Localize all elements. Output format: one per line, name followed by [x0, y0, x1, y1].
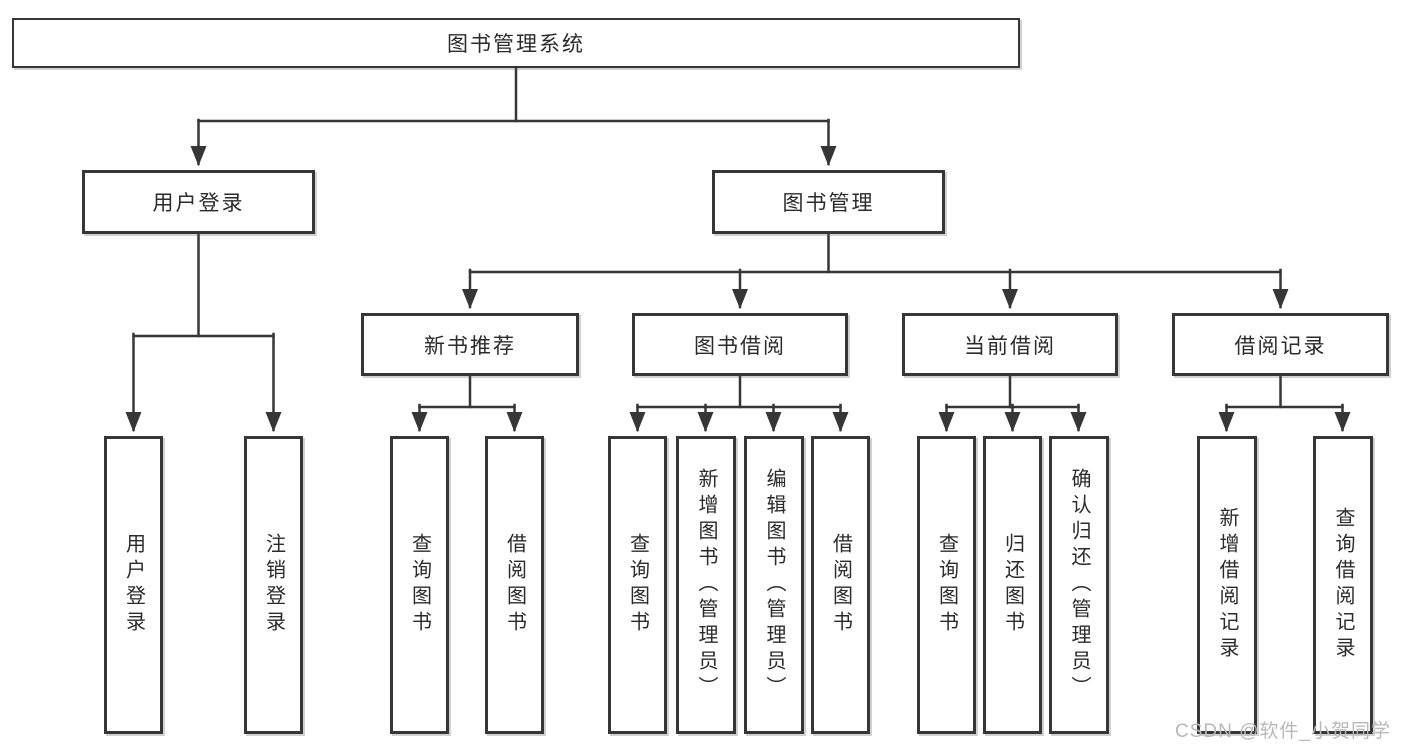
node-records-add-record: 新增借阅记录	[1197, 436, 1257, 734]
node-user-login-leaf: 用户登录	[104, 436, 163, 734]
node-borrow-borrow-books: 借阅图书	[811, 436, 870, 734]
node-logout: 注销登录	[244, 436, 303, 734]
node-book-management: 图书管理	[712, 170, 945, 234]
node-new-book-recommendation: 新书推荐	[361, 313, 579, 376]
node-current-query-books: 查询图书	[917, 436, 976, 734]
node-user-login: 用户登录	[82, 170, 315, 234]
node-current-confirm-return-admin: 确认归还（管理员）	[1049, 436, 1109, 734]
node-borrowing-records: 借阅记录	[1172, 313, 1389, 376]
node-recommend-borrow-books: 借阅图书	[485, 436, 544, 734]
node-library-system: 图书管理系统	[12, 18, 1020, 68]
node-recommend-query-books: 查询图书	[390, 436, 449, 734]
node-current-return-books: 归还图书	[983, 436, 1042, 734]
node-current-borrowing: 当前借阅	[902, 313, 1118, 376]
node-records-query-record: 查询借阅记录	[1313, 436, 1373, 734]
node-borrow-query-books: 查询图书	[608, 436, 667, 734]
node-borrow-edit-books-admin: 编辑图书（管理员）	[744, 436, 804, 734]
node-borrow-add-books-admin: 新增图书（管理员）	[676, 436, 736, 734]
node-book-borrowing: 图书借阅	[632, 313, 848, 376]
watermark: CSDN @软件_小贺同学	[1175, 721, 1391, 742]
